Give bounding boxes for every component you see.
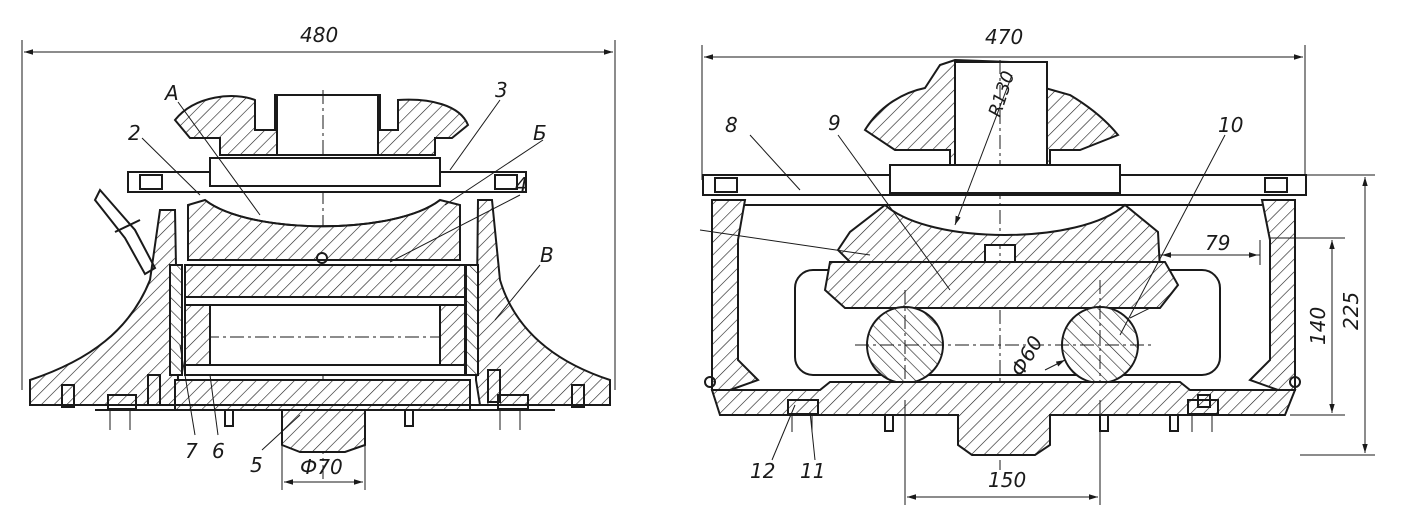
dim-225-label: 225 (1339, 292, 1363, 330)
callout-6: 6 (212, 439, 225, 463)
housing-outer-right (711, 199, 760, 391)
housing-right (474, 199, 611, 406)
callout-4: 4 (515, 173, 528, 197)
dim-150: 150 (904, 400, 1101, 505)
lubricator-icon (93, 188, 157, 276)
seat-right (836, 203, 1162, 271)
dim-470-label: 470 (985, 25, 1023, 49)
callout-8: 8 (725, 113, 738, 137)
rocker-bar (823, 261, 1180, 309)
bolts-left (61, 374, 234, 430)
shaft-upper (184, 264, 466, 298)
dim-phi70-label: Ф70 (300, 455, 343, 479)
dim-79: 79 (1160, 231, 1261, 265)
housing-outer-right-2 (1248, 199, 1296, 391)
callout-B-cyr: Б (533, 121, 547, 145)
seat-section (187, 198, 461, 261)
callout-10: 10 (1218, 113, 1243, 137)
dim-225: 225 (1300, 174, 1375, 456)
dim-150-label: 150 (988, 468, 1026, 492)
callout-12: 12 (750, 459, 775, 483)
left-view: 480 (21, 23, 616, 490)
dim-phi60-label: Ф60 (1006, 332, 1048, 381)
dim-140: 140 (1270, 237, 1345, 416)
dim-480: 480 (21, 23, 616, 80)
callout-5: 5 (250, 453, 263, 477)
rollers (855, 280, 1155, 400)
callout-9: 9 (828, 111, 841, 135)
dim-140-label: 140 (1306, 307, 1330, 345)
callout-2: 2 (128, 121, 141, 145)
dim-480-label: 480 (300, 23, 338, 47)
dim-470: 470 (701, 25, 1306, 180)
callout-V: В (540, 243, 554, 267)
dim-phi70: Ф70 (281, 445, 366, 490)
callout-7: 7 (185, 439, 198, 463)
callout-3: 3 (495, 78, 508, 102)
base-right (710, 381, 1297, 456)
callout-11: 11 (800, 459, 825, 483)
bore (209, 304, 441, 366)
bolts-right (404, 369, 585, 430)
right-view: 470 (699, 25, 1375, 505)
callout-A: A (163, 81, 179, 105)
dim-79-label: 79 (1205, 231, 1230, 255)
